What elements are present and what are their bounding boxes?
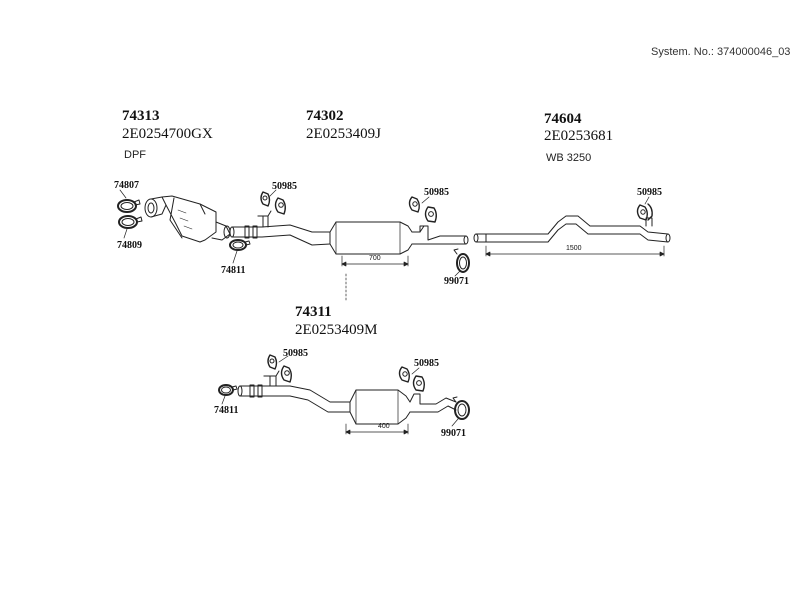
label-clamp-74811-bottom: 74811: [214, 405, 239, 416]
middle-silencer-icon: [329, 221, 469, 255]
rear-pipe-74604-icon: [473, 215, 671, 243]
part-code-74604: 2E0253681: [544, 128, 614, 144]
rubber-hanger-50985-e-icon: [398, 366, 425, 392]
clamp-74811-top-icon: [229, 239, 251, 251]
clamp-74809-icon: [118, 215, 143, 229]
dimension-1500-icon: [485, 245, 665, 257]
clamp-99071-top-icon: [453, 248, 470, 273]
label-hanger-50985-b: 50985: [424, 187, 449, 198]
dimension-400-label: 400: [378, 423, 390, 430]
part-number-74313: 74313: [122, 108, 160, 124]
label-clamp-74809: 74809: [117, 240, 142, 251]
part-note-wheelbase: WB 3250: [546, 152, 592, 164]
dpf-catalyst-icon: [144, 195, 231, 243]
dimension-1500-label: 1500: [566, 245, 582, 252]
rubber-hanger-50985-a-icon: [260, 191, 286, 215]
dimension-700-label: 700: [369, 255, 381, 262]
rubber-hanger-50985-b-icon: [408, 196, 437, 223]
clamp-99071-bottom-icon: [452, 396, 470, 420]
part-code-74302: 2E0253409J: [306, 126, 381, 142]
part-note-dpf: DPF: [124, 149, 146, 161]
silencer-74311-icon: [349, 389, 457, 425]
part-number-74604: 74604: [544, 111, 582, 127]
rubber-hanger-50985-d-icon: [267, 354, 292, 383]
part-code-74311: 2E0253409M: [295, 322, 378, 338]
part-number-74311: 74311: [295, 304, 332, 320]
dimension-700-icon: [341, 255, 409, 267]
clamp-74811-bottom-icon: [218, 384, 238, 396]
label-hanger-50985-e: 50985: [414, 358, 439, 369]
part-number-74302: 74302: [306, 108, 344, 124]
label-clamp-99071-bottom: 99071: [441, 428, 466, 439]
label-hanger-50985-a: 50985: [272, 181, 297, 192]
front-pipe-74311-icon: [237, 370, 351, 413]
front-pipe-74302-icon: [229, 210, 331, 246]
label-hanger-50985-d: 50985: [283, 348, 308, 359]
label-clamp-74811-top: 74811: [221, 265, 246, 276]
rubber-hanger-50985-c-icon: [636, 203, 653, 221]
label-clamp-99071-top: 99071: [444, 276, 469, 287]
system-number: System. No.: 374000046_03: [651, 46, 791, 58]
label-hanger-50985-c: 50985: [637, 187, 662, 198]
clamp-74807-icon: [117, 199, 141, 213]
part-code-74313: 2E0254700GX: [122, 126, 213, 142]
label-clamp-74807: 74807: [114, 180, 139, 191]
dimension-400-icon: [345, 423, 409, 435]
